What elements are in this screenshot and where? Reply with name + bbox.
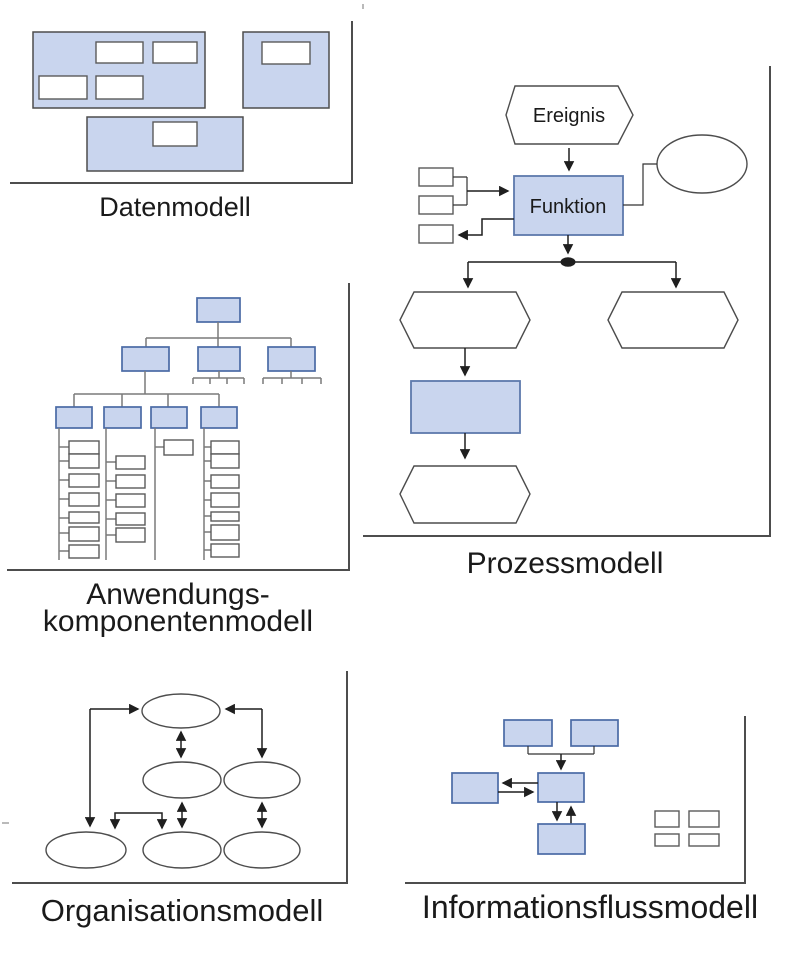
input-box	[418, 167, 454, 187]
caption-anwendungs-line2: komponentenmodell	[43, 605, 313, 638]
module-box	[115, 455, 146, 470]
legend-box	[688, 810, 720, 828]
module-box	[163, 439, 194, 456]
org-unit-ellipse	[142, 761, 222, 799]
module-box	[115, 493, 146, 508]
comb-connector	[192, 371, 245, 384]
system-box	[537, 772, 585, 803]
comb-connector	[262, 371, 322, 384]
panel-anwendungskomponentenmodell: Anwendungs- komponentenmodell	[7, 283, 350, 638]
module-box	[115, 512, 146, 526]
caption-organisationsmodell: Organisationsmodell	[41, 893, 324, 928]
panel-informationsflussmodell: Informationsflussmodell	[405, 716, 758, 925]
caption-anwendungs-line1: Anwendungs-	[86, 578, 269, 611]
module-box	[115, 527, 146, 543]
attribute-box	[38, 75, 88, 100]
module-box	[68, 544, 100, 559]
module-box	[115, 474, 146, 489]
system-box	[537, 823, 586, 855]
panel-border	[10, 21, 353, 184]
panel-border	[7, 283, 350, 571]
org-unit-ellipse	[45, 831, 127, 869]
event-hexagon	[607, 291, 739, 349]
system-box	[451, 772, 499, 804]
module-box	[210, 440, 240, 455]
event-hexagon	[399, 465, 531, 524]
module-box	[68, 440, 100, 455]
module-box	[68, 526, 100, 542]
function-orgunit-connector	[623, 163, 657, 206]
legend-box	[654, 833, 680, 847]
module-box	[210, 511, 240, 522]
panel-border	[405, 716, 746, 884]
module-box	[68, 453, 100, 469]
input-connector	[453, 176, 468, 206]
caption-datenmodell: Datenmodell	[99, 192, 251, 222]
function-label: Funktion	[530, 196, 607, 218]
system-box	[570, 719, 619, 747]
event-hexagon	[399, 291, 531, 349]
module-box	[210, 543, 240, 558]
input-box	[418, 195, 454, 215]
component-box	[200, 406, 238, 429]
tree-connector	[145, 322, 292, 347]
merge-connector	[527, 746, 595, 755]
attribute-box	[152, 121, 198, 147]
attribute-box	[95, 41, 144, 64]
panel-organisationsmodell: Organisationsmodell	[2, 671, 348, 928]
panel-prozessmodell: Ereignis Funktion Prozessmodell	[363, 66, 771, 580]
caption-informationsflussmodell: Informationsflussmodell	[422, 889, 758, 925]
org-unit-ellipse	[142, 831, 222, 869]
caption-prozessmodell: Prozessmodell	[467, 547, 664, 580]
attribute-box	[261, 41, 311, 65]
panel-datenmodell: Datenmodell	[10, 4, 364, 222]
module-box	[210, 453, 240, 469]
org-unit-ellipse	[141, 693, 221, 729]
module-ticks	[204, 446, 211, 551]
component-box	[103, 406, 142, 429]
module-ticks	[59, 446, 69, 552]
arrow-function-to-output	[457, 218, 514, 241]
tree-connector	[73, 371, 220, 407]
panel-border	[12, 671, 348, 884]
output-box	[418, 224, 454, 244]
org-unit-ellipse	[223, 831, 301, 869]
system-box	[503, 719, 553, 747]
component-box	[267, 346, 316, 372]
module-spine	[58, 428, 205, 560]
component-box	[197, 346, 241, 372]
org-unit-ellipse	[656, 134, 748, 194]
legend-box	[688, 833, 720, 847]
component-box	[196, 297, 241, 323]
module-box	[68, 492, 100, 507]
module-box	[68, 511, 100, 524]
module-ticks	[106, 461, 116, 536]
component-box	[55, 406, 93, 429]
bracket-double-arrow	[109, 812, 168, 830]
org-unit-ellipse	[223, 761, 301, 799]
event-hexagon	[505, 85, 634, 145]
attribute-box	[152, 41, 198, 64]
attribute-box	[95, 75, 144, 100]
module-box	[68, 473, 100, 488]
component-box	[150, 406, 188, 429]
legend-box	[654, 810, 680, 828]
module-box	[210, 474, 240, 489]
function-box	[410, 380, 521, 434]
entity-area-rect	[242, 31, 330, 109]
module-box	[210, 524, 240, 541]
component-box	[121, 346, 170, 372]
panel-border	[363, 66, 771, 537]
event-label: Ereignis	[533, 105, 605, 127]
module-box	[210, 492, 240, 508]
